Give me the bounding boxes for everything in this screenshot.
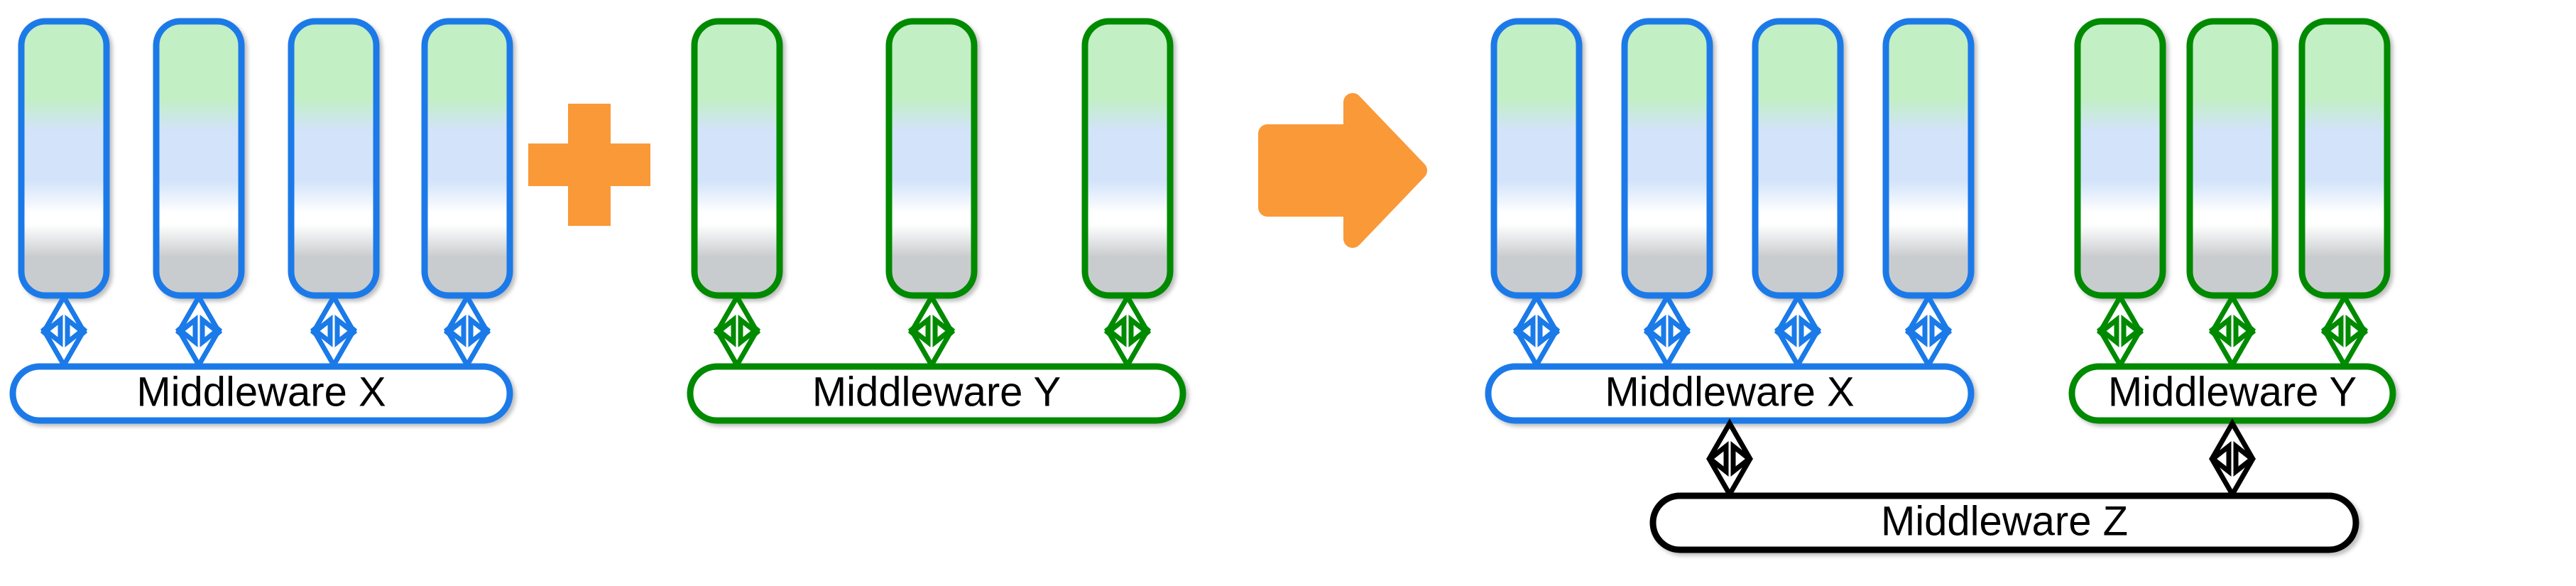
connector-row-right-y: [2096, 291, 2369, 371]
right-arrow-operator: [1258, 93, 1427, 248]
service-node-left-x-1[interactable]: [18, 18, 110, 299]
connector-row-right-x: [1512, 291, 1953, 371]
arrow-outline: [310, 291, 358, 371]
arrow-outline: [2208, 291, 2256, 371]
service-node-mid-y-3[interactable]: [1081, 18, 1174, 299]
middleware-group-right-y: Middleware Y: [2068, 18, 2396, 424]
block-arrow-glyph: [1258, 93, 1427, 248]
arrow-outline: [713, 291, 761, 371]
node-row-left-x: [18, 18, 513, 299]
service-node-right-y-3[interactable]: [2298, 18, 2391, 299]
middleware-bar-mw-z-shape[interactable]: [1649, 492, 2359, 553]
double-headed-arrow: [310, 291, 358, 371]
arrow-outline: [1774, 291, 1822, 371]
middleware-bar-right-x[interactable]: Middleware X: [1485, 363, 1975, 424]
middleware-bar-left-x-label: Middleware X: [136, 369, 386, 415]
arrow-outline: [2096, 291, 2144, 371]
service-node-right-y-1[interactable]: [2074, 18, 2166, 299]
arrow-outline: [40, 291, 88, 371]
arrow-outline: [443, 291, 491, 371]
double-headed-arrow: [175, 291, 223, 371]
middleware-bar-mid-y-label: Middleware Y: [812, 369, 1061, 415]
arrow-outline: [1904, 291, 1953, 371]
service-node-mid-y-2[interactable]: [885, 18, 978, 299]
service-node-left-x-2[interactable]: [153, 18, 245, 299]
plus-operator: [528, 104, 650, 226]
service-node-left-x-3[interactable]: [288, 18, 380, 299]
service-node-right-x-2[interactable]: [1621, 18, 1713, 299]
service-node-right-x-1[interactable]: [1490, 18, 1583, 299]
node-row-mid-y: [691, 18, 1174, 299]
node-row-right-x: [1490, 18, 1975, 299]
connector-row-left-x: [40, 291, 491, 371]
middleware-bar-mw-z[interactable]: Middleware Z: [1649, 492, 2359, 553]
double-headed-arrow: [2320, 291, 2369, 371]
middleware-group-right-x: Middleware X: [1485, 18, 1975, 424]
double-headed-arrow: [907, 291, 956, 371]
middleware-bar-mid-y-shape[interactable]: [687, 363, 1186, 424]
middleware-group-mid-y: Middleware Y: [687, 18, 1186, 424]
connector-row-mid-y: [713, 291, 1152, 371]
arrow-outline: [1512, 291, 1561, 371]
service-node-right-x-4[interactable]: [1882, 18, 1975, 299]
double-headed-arrow: [443, 291, 491, 371]
arrow-outline: [2320, 291, 2369, 371]
double-headed-arrow: [1774, 291, 1822, 371]
arrow-outline: [907, 291, 956, 371]
double-headed-arrow: [1705, 418, 1754, 500]
middleware-bar-right-y-label: Middleware Y: [2108, 369, 2357, 415]
double-headed-arrow: [2208, 291, 2256, 371]
middleware-bar-mw-z-label: Middleware Z: [1881, 498, 2128, 544]
service-node-mid-y-1[interactable]: [691, 18, 783, 299]
middleware-bar-right-x-label: Middleware X: [1605, 369, 1854, 415]
arrow-outline: [1643, 291, 1691, 371]
middleware-bar-left-x-shape[interactable]: [9, 363, 513, 424]
double-headed-arrow: [1904, 291, 1953, 371]
plus-glyph: [528, 104, 650, 226]
arrow-outline: [1103, 291, 1152, 371]
service-node-right-x-3[interactable]: [1752, 18, 1844, 299]
double-headed-arrow: [1643, 291, 1691, 371]
double-headed-arrow: [2096, 291, 2144, 371]
service-node-left-x-4[interactable]: [421, 18, 513, 299]
middleware-bar-right-y[interactable]: Middleware Y: [2068, 363, 2396, 424]
double-headed-arrow: [713, 291, 761, 371]
double-headed-arrow: [40, 291, 88, 371]
double-headed-arrow: [1512, 291, 1561, 371]
service-node-right-y-2[interactable]: [2186, 18, 2278, 299]
arrow-outline: [1705, 418, 1754, 500]
middleware-group-left-x: Middleware X: [9, 18, 513, 424]
middleware-bar-left-x[interactable]: Middleware X: [9, 363, 513, 424]
middleware-bar-mid-y[interactable]: Middleware Y: [687, 363, 1186, 424]
node-row-right-y: [2074, 18, 2391, 299]
double-headed-arrow: [2208, 418, 2256, 500]
double-headed-arrow: [1103, 291, 1152, 371]
arrow-outline: [175, 291, 223, 371]
arrow-outline: [2208, 418, 2256, 500]
